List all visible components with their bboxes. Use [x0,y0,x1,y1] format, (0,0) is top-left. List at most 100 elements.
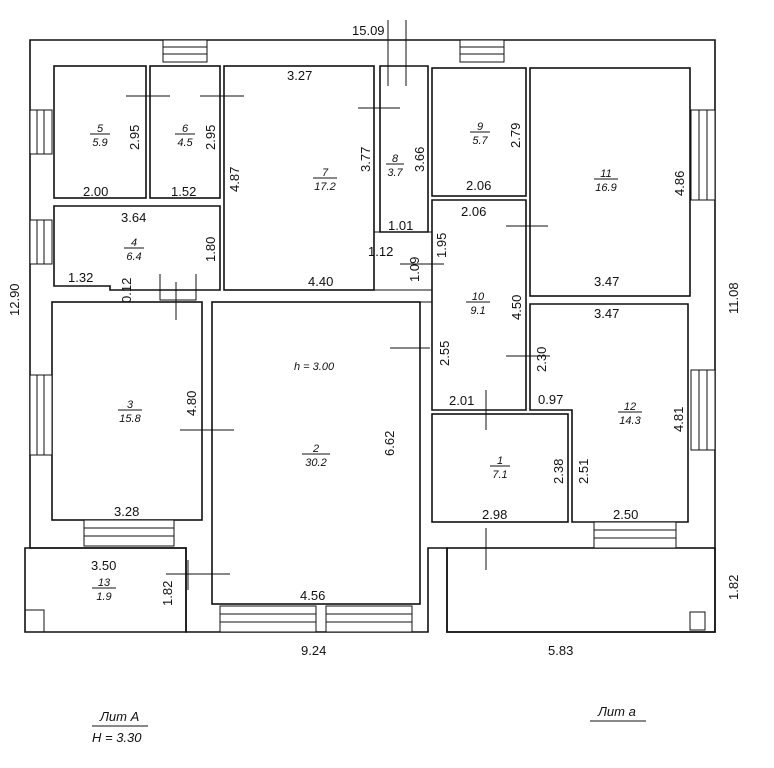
dim-bottom-annex: 5.83 [548,643,573,658]
dim-r5-h: 2.95 [127,125,142,150]
svg-text:16.9: 16.9 [595,182,616,194]
lit-a-main-caption: Лит А [99,709,139,724]
room-3-label: 3 15.8 [118,399,142,425]
dim-bottom-main: 9.24 [301,643,326,658]
dim-r8-w: 1.01 [388,218,413,233]
dim-r9-h: 2.79 [508,123,523,148]
dim-overall-top: 15.09 [352,23,385,38]
room-10-label: 10 9.1 [466,291,490,317]
svg-text:4: 4 [131,237,137,249]
dim-overall-left: 12.90 [7,283,22,316]
svg-text:6.4: 6.4 [126,251,141,263]
dim-r5-w: 2.00 [83,184,108,199]
dim-corridor-w: 1.12 [368,244,393,259]
room-12-outline [529,303,689,523]
svg-text:10: 10 [472,291,485,303]
svg-text:17.2: 17.2 [314,181,335,193]
dim-r4-step-h: 0.12 [119,278,134,303]
doors [126,20,550,590]
height-caption: H = 3.30 [92,730,142,745]
room-1-label: 1 7.1 [490,455,510,481]
dim-r13-h: 1.82 [160,581,175,606]
room-2-outline [211,301,421,605]
svg-text:5: 5 [97,123,104,135]
dim-right-main: 11.08 [726,282,741,314]
room-6-label: 6 4.5 [175,123,195,149]
dim-r10-bottom: 2.01 [449,393,474,408]
dim-r12-left-b: 2.51 [576,459,591,484]
svg-text:6: 6 [182,123,189,135]
svg-text:8: 8 [392,153,399,165]
svg-text:11: 11 [600,168,611,180]
legend: Лит А H = 3.30 Лит а [92,704,646,745]
svg-text:15.8: 15.8 [119,413,141,425]
dim-r11-h: 4.86 [672,171,687,196]
lit-a-annex-caption: Лит а [597,704,636,719]
dimension-labels: 15.09 12.90 11.08 1.82 9.24 5.83 2.95 2.… [7,23,741,658]
dim-r7-top: 3.27 [287,68,312,83]
dim-r2-w: 4.56 [300,588,325,603]
room-11-label: 11 16.9 [594,168,618,194]
room-2-label: 2 30.2 [302,443,330,469]
room-12-label: 12 14.3 [618,401,642,427]
room-10-outline [431,199,527,411]
dim-r10-left-b: 1.09 [407,257,422,282]
room-4-label: 4 6.4 [124,237,144,263]
dim-r10-top: 2.06 [461,204,486,219]
room-13-label: 13 1.9 [92,577,116,603]
svg-text:13: 13 [98,577,111,589]
room-1-outline [431,413,569,523]
dim-r7-bottom: 4.40 [308,274,333,289]
svg-text:5.7: 5.7 [472,135,488,147]
svg-text:5.9: 5.9 [92,137,107,149]
annex-wall [24,547,187,633]
dim-r7-right: 3.77 [358,147,373,172]
svg-text:3.7: 3.7 [387,167,403,179]
svg-text:7: 7 [322,167,329,179]
ceiling-height-label: h = 3.00 [294,361,335,373]
room-7-outline [223,65,375,291]
dim-r9-w: 2.06 [466,178,491,193]
dim-r4-h: 1.80 [203,237,218,262]
room-9-label: 9 5.7 [470,121,490,147]
corner-marks [25,609,706,632]
dim-r1-h: 2.38 [551,459,566,484]
svg-text:9: 9 [477,121,483,133]
svg-text:3: 3 [127,399,134,411]
dim-right-terrace: 1.82 [726,575,741,600]
dim-r12-left-a: 2.30 [534,347,549,372]
dim-r6-w: 1.52 [171,184,196,199]
room-9-outline [431,67,527,197]
room-6-outline [149,65,221,199]
dim-r13-w: 3.50 [91,558,116,573]
svg-text:1.9: 1.9 [96,591,111,603]
dim-r10-left-c: 2.55 [437,341,452,366]
room-7-label: 7 17.2 [313,167,337,193]
room-3-outline [51,301,203,521]
dim-r1-w: 2.98 [482,507,507,522]
windows [29,39,716,633]
dim-r3-w: 3.28 [114,504,139,519]
dim-r12-right: 4.81 [671,407,686,432]
dim-r4-step-w: 1.32 [68,270,93,285]
dim-r7-left: 4.87 [227,167,242,192]
room-8-label: 8 3.7 [386,153,404,179]
dim-r12-step: 0.97 [538,392,563,407]
room-labels: 5 5.9 6 4.5 7 17.2 8 3.7 9 5.7 10 9.1 [90,121,642,603]
dim-r6-h: 2.95 [203,125,218,150]
room-5-label: 5 5.9 [90,123,110,149]
svg-text:14.3: 14.3 [619,415,641,427]
svg-text:7.1: 7.1 [492,469,507,481]
svg-text:1: 1 [497,455,503,467]
dim-r12-w: 2.50 [613,507,638,522]
svg-text:9.1: 9.1 [470,305,485,317]
corridor-walls [374,231,432,303]
dim-r10-right: 4.50 [509,295,524,320]
svg-text:30.2: 30.2 [305,457,326,469]
terrace-outline [446,547,716,633]
room-4-outline [53,205,221,291]
svg-text:12: 12 [624,401,636,413]
dim-r8-h: 3.66 [412,147,427,172]
